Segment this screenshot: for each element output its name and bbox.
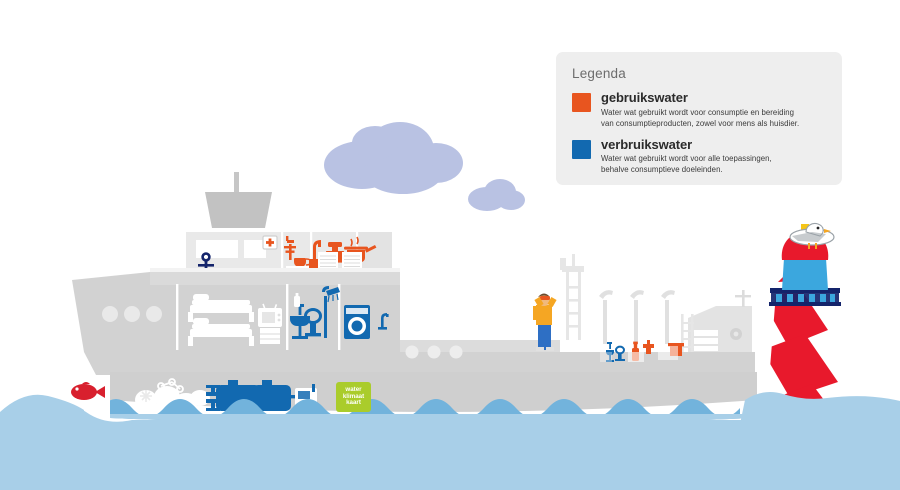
pipe-valve-icon <box>206 385 220 411</box>
person-pants <box>538 322 549 350</box>
water-tank <box>253 385 291 411</box>
person-with-binoculars <box>533 293 557 351</box>
red-fish <box>71 382 105 400</box>
cloud-small <box>468 179 525 211</box>
deck-tower-ladder <box>560 254 584 340</box>
badge-line-3: kaart <box>346 399 361 407</box>
first-aid-icon <box>262 235 278 250</box>
television-icon <box>258 303 282 344</box>
drinking-water-tap-icon <box>284 236 296 260</box>
toilet-icon <box>304 308 322 337</box>
legend-term-verbruikswater: verbruikswater <box>601 136 693 152</box>
legend-desc-line: behalve consumptieve doeleinden. <box>601 165 723 175</box>
legend-swatch-gebruikswater <box>572 93 591 112</box>
legend-desc-line: Water wat gebruikt wordt voor alle toepa… <box>601 154 772 164</box>
ship-mast <box>234 172 239 208</box>
deck-crane <box>630 290 644 344</box>
filter-grid-icon <box>140 390 152 402</box>
stern-pump-icon <box>643 340 654 354</box>
cloud-large <box>324 122 463 194</box>
stern-ladder <box>681 314 694 352</box>
legend-term-gebruikswater: gebruikswater <box>601 90 688 105</box>
deck-crane <box>599 290 613 344</box>
sea-water <box>0 392 900 490</box>
washing-machine-icon <box>344 305 370 339</box>
seagull <box>789 222 835 249</box>
kitchen-tap-icon <box>309 240 321 269</box>
molecule-icon <box>157 378 184 393</box>
cargo-passenger-ship <box>72 172 757 425</box>
shower-icon <box>322 286 340 338</box>
badge-line-1: water <box>345 386 362 394</box>
legend-item-gebruikswater: gebruikswater Water wat gebruikt wordt v… <box>572 91 826 129</box>
legend-desc-verbruikswater: Water wat gebruikt wordt voor alle toepa… <box>601 153 826 175</box>
menu-board <box>318 252 338 268</box>
water-klimaat-kaart-badge[interactable]: water klimaat kaart <box>336 382 371 412</box>
legend-item-verbruikswater: verbruikswater Water wat gebruikt wordt … <box>572 138 826 176</box>
bunk-beds-icon <box>188 294 254 346</box>
soap-bottle-icon <box>294 296 300 307</box>
deck-tap-icon <box>378 313 389 330</box>
porthole <box>124 306 140 322</box>
legend-title: Legenda <box>572 66 626 81</box>
legend-panel: Legenda gebruikswater Water wat gebruikt… <box>556 52 842 185</box>
badge-line-2: klimaat <box>342 392 365 400</box>
stern-sanitary-icons <box>606 342 625 362</box>
legend-desc-line: van consumptieproducten, zowel voor mens… <box>601 118 800 128</box>
porthole <box>102 306 118 322</box>
bridge-window <box>244 240 266 258</box>
porthole <box>146 306 162 322</box>
porthole <box>427 345 441 359</box>
ship-funnel <box>205 192 272 228</box>
porthole <box>449 345 463 359</box>
person-shirt <box>536 305 552 325</box>
lighthouse-lantern <box>782 258 828 290</box>
legend-swatch-verbruikswater <box>572 139 591 159</box>
ship-lower-deck <box>84 352 755 375</box>
legend-desc-gebruikswater: Water wat gebruikt wordt voor consumptie… <box>601 107 826 129</box>
menu-board <box>342 252 362 268</box>
binoculars-icon <box>540 296 550 300</box>
deck-crane <box>661 290 675 344</box>
lighthouse-gallery-rail <box>770 288 840 293</box>
porthole <box>405 345 419 359</box>
legend-desc-line: Water wat gebruikt wordt voor consumptie… <box>601 107 795 117</box>
